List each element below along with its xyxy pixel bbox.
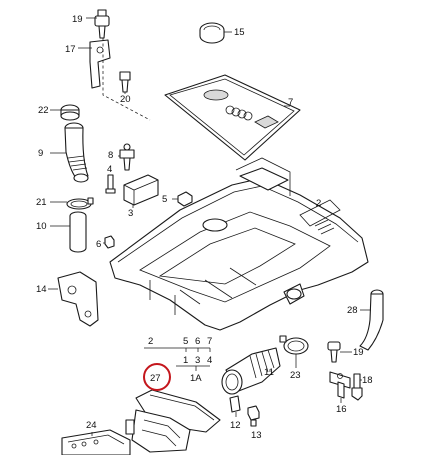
callout-22: 22 <box>38 105 49 116</box>
callout-11: 11 <box>264 367 274 378</box>
part-15-seal-ring <box>199 22 225 44</box>
part-19-sensor-top <box>94 9 110 39</box>
group-row2-7: 7 <box>207 336 212 347</box>
part-14-bracket-plate <box>57 271 99 327</box>
part-28-pipe <box>359 289 384 351</box>
part-3-sensor-block <box>123 174 159 206</box>
group-row4-1a: 1A <box>190 373 202 384</box>
part-6-bolt <box>104 235 115 249</box>
group-row3-1: 1 <box>183 355 188 366</box>
part-5-nut <box>177 191 193 207</box>
part-21-clamp <box>66 197 94 210</box>
part-13-bolt <box>247 405 260 427</box>
group-label-tree: 2 5 6 7 1 3 4 1A <box>144 336 212 384</box>
callout-9: 9 <box>38 148 43 159</box>
highlight-ring-27 <box>143 363 171 391</box>
part-19-sensor-lower <box>327 341 341 363</box>
callout-7: 7 <box>288 97 293 108</box>
callout-8: 8 <box>108 150 113 161</box>
callout-17: 17 <box>65 44 76 55</box>
callout-6: 6 <box>96 239 101 250</box>
part-1-engine-cover <box>109 157 369 331</box>
callout-14: 14 <box>36 284 47 295</box>
callout-15: 15 <box>234 27 245 38</box>
audi-rings-logo <box>225 105 253 121</box>
callout-18: 18 <box>362 375 373 386</box>
part-20-bolt <box>119 71 131 93</box>
callout-20: 20 <box>120 94 131 105</box>
callout-23: 23 <box>290 370 301 381</box>
part-16-mount-bracket <box>329 371 351 399</box>
part-10-tube <box>69 211 87 253</box>
part-23-clamp <box>279 335 309 355</box>
callout-19-top: 19 <box>72 14 83 25</box>
callout-24: 24 <box>86 420 97 431</box>
part-22-cap <box>60 104 80 121</box>
part-12-clip <box>229 395 241 413</box>
group-row1-2: 2 <box>148 336 153 347</box>
part-18-screw <box>351 373 363 401</box>
group-row2-5: 5 <box>183 336 188 347</box>
part-8-fitting <box>119 143 135 171</box>
part-9-hose <box>64 122 89 183</box>
part-24-lower-cover <box>61 429 131 455</box>
group-row3-3: 3 <box>195 355 200 366</box>
callout-16: 16 <box>336 404 347 415</box>
callout-10: 10 <box>36 221 47 232</box>
group-row2-6: 6 <box>195 336 200 347</box>
group-row3-4: 4 <box>207 355 212 366</box>
callout-27: 27 <box>150 373 161 384</box>
part-4-screw <box>105 174 116 194</box>
part-11-corrugated-hose <box>221 347 281 395</box>
part-17-bracket <box>89 39 111 89</box>
callout-5: 5 <box>162 194 167 205</box>
part-27-air-duct <box>125 389 221 453</box>
part-7-badge-plate <box>164 74 301 161</box>
callout-13: 13 <box>251 430 262 441</box>
callout-12: 12 <box>230 420 241 431</box>
callout-28: 28 <box>347 305 358 316</box>
callout-21: 21 <box>36 197 47 208</box>
callout-2-top: 2 <box>316 198 321 209</box>
callout-4: 4 <box>107 164 112 175</box>
callout-3: 3 <box>128 208 133 219</box>
callout-19-lower: 19 <box>353 347 364 358</box>
